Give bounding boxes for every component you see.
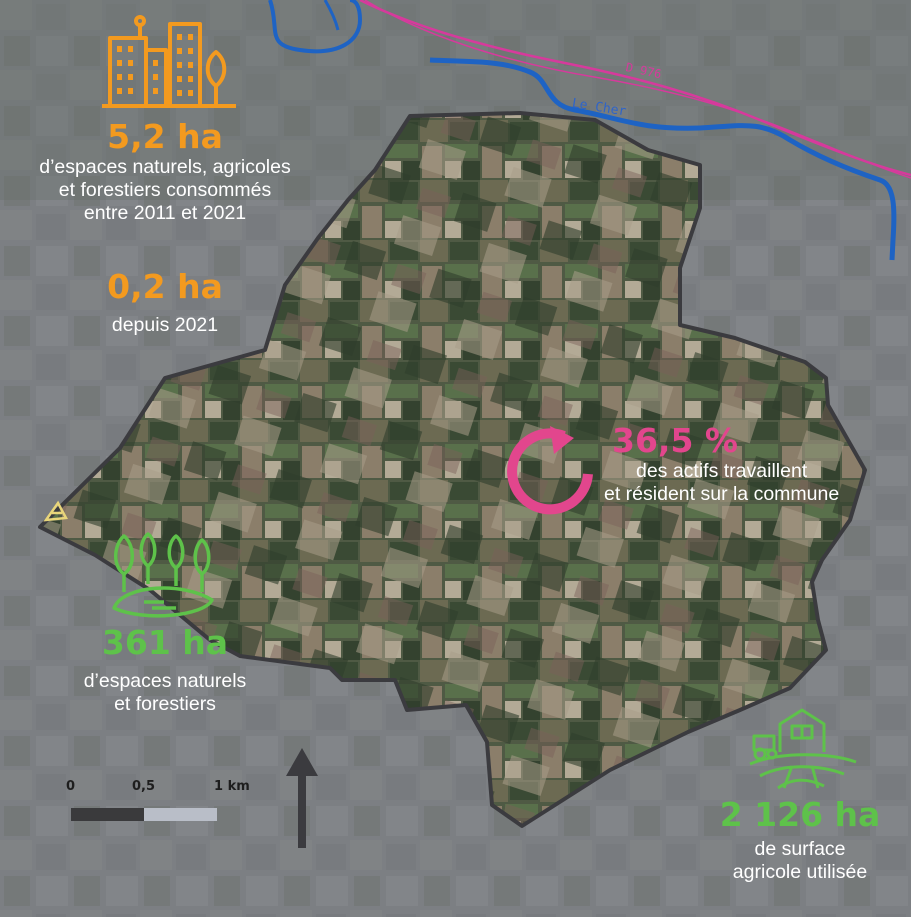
- corner-marker: [43, 500, 68, 522]
- river-cher: [429, 57, 897, 261]
- stat-agricultural-line-1: de surface: [754, 838, 846, 860]
- stat-since-text: depuis 2021: [111, 314, 219, 336]
- stat-natural-line-1: d’espaces naturels: [83, 670, 247, 692]
- stat-agricultural-line-2: agricole utilisée: [732, 861, 868, 883]
- farm-icon: [749, 708, 857, 790]
- river-branch-2: [323, 0, 340, 31]
- stat-natural: 361 ha d’espaces naturels et forestiers: [20, 624, 310, 716]
- stat-consumed: 5,2 ha d’espaces naturels, agricoles et …: [0, 118, 330, 225]
- scale-segment-dark: [71, 808, 144, 821]
- railway: [364, 0, 911, 179]
- road-d976: [359, 0, 911, 177]
- scale-segment-light: [144, 808, 217, 821]
- forest-icon: [112, 532, 214, 618]
- north-arrow-icon: [286, 748, 318, 848]
- stat-workers-value: 36,5 %: [612, 421, 738, 460]
- circular-arrow-icon: [507, 426, 593, 515]
- stat-consumed-line-1: d’espaces naturels, agricoles: [39, 156, 291, 178]
- stat-workers-line-1: des actifs travaillent: [635, 460, 808, 482]
- stat-since-value: 0,2 ha: [107, 267, 223, 306]
- scale-label-0: 0: [66, 779, 76, 794]
- stat-agricultural-value: 2 126 ha: [719, 795, 881, 834]
- stat-since: 0,2 ha depuis 2021: [0, 268, 330, 337]
- commune-boundary: [38, 111, 867, 828]
- scale-label-half: 0,5: [132, 779, 156, 794]
- stat-consumed-line-3: entre 2011 et 2021: [83, 202, 247, 224]
- stat-natural-value: 361 ha: [101, 623, 229, 662]
- stat-natural-line-2: et forestiers: [114, 693, 216, 715]
- scale-label-1km: 1 km: [214, 779, 250, 794]
- river-branch: [268, 0, 363, 54]
- stat-workers: 36,5 % des actifs travaillent et résiden…: [604, 422, 839, 506]
- stat-consumed-line-2: et forestiers consommés: [58, 179, 272, 201]
- stat-workers-line-2: et résident sur la commune: [604, 483, 840, 505]
- buildings-tree-icon: [102, 15, 236, 108]
- stat-agricultural: 2 126 ha de surface agricole utilisée: [690, 796, 910, 884]
- stat-consumed-value: 5,2 ha: [107, 117, 223, 156]
